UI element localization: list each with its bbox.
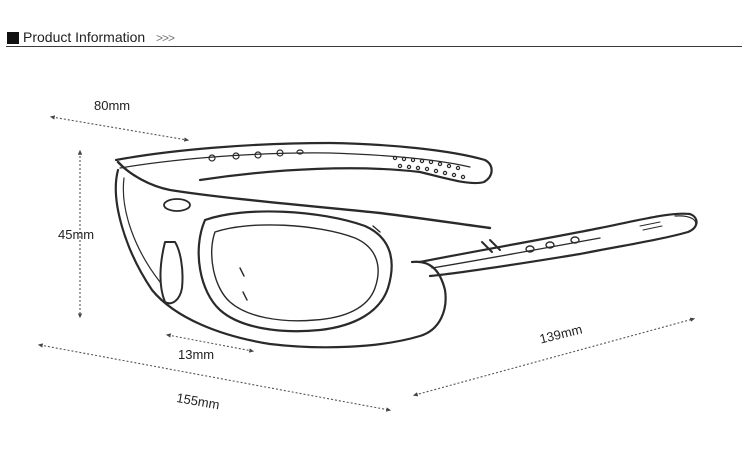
temple-logo-mark [639,221,663,231]
chevrons-right-icon: >>> [156,31,175,45]
sunglasses-illustration [114,141,698,349]
temple-stripes [481,239,501,253]
near-temple-arm [418,212,698,278]
section-title: Product Information [23,29,146,45]
rx-insert-inner [211,224,379,322]
frame-brow [116,160,492,230]
far-temple-arm [114,141,493,185]
dim-line-139mm [412,317,696,397]
dimension-label-bridge: 13mm [178,347,215,362]
nose-pad [159,241,184,305]
dim-line-80mm [49,115,190,142]
section-header: Product Information >>> [6,29,742,47]
insert-clip [163,198,191,212]
near-temple-holes [525,236,580,253]
square-bullet-icon [7,32,19,44]
temple-vent-holes [208,149,466,180]
dim-line-155mm [37,343,392,412]
dimension-label-width-top: 80mm [94,98,131,113]
lens-shield [114,168,447,349]
dimension-label-height: 45mm [58,227,95,242]
dimension-lines [37,115,696,412]
rx-insert-outer [197,210,393,333]
